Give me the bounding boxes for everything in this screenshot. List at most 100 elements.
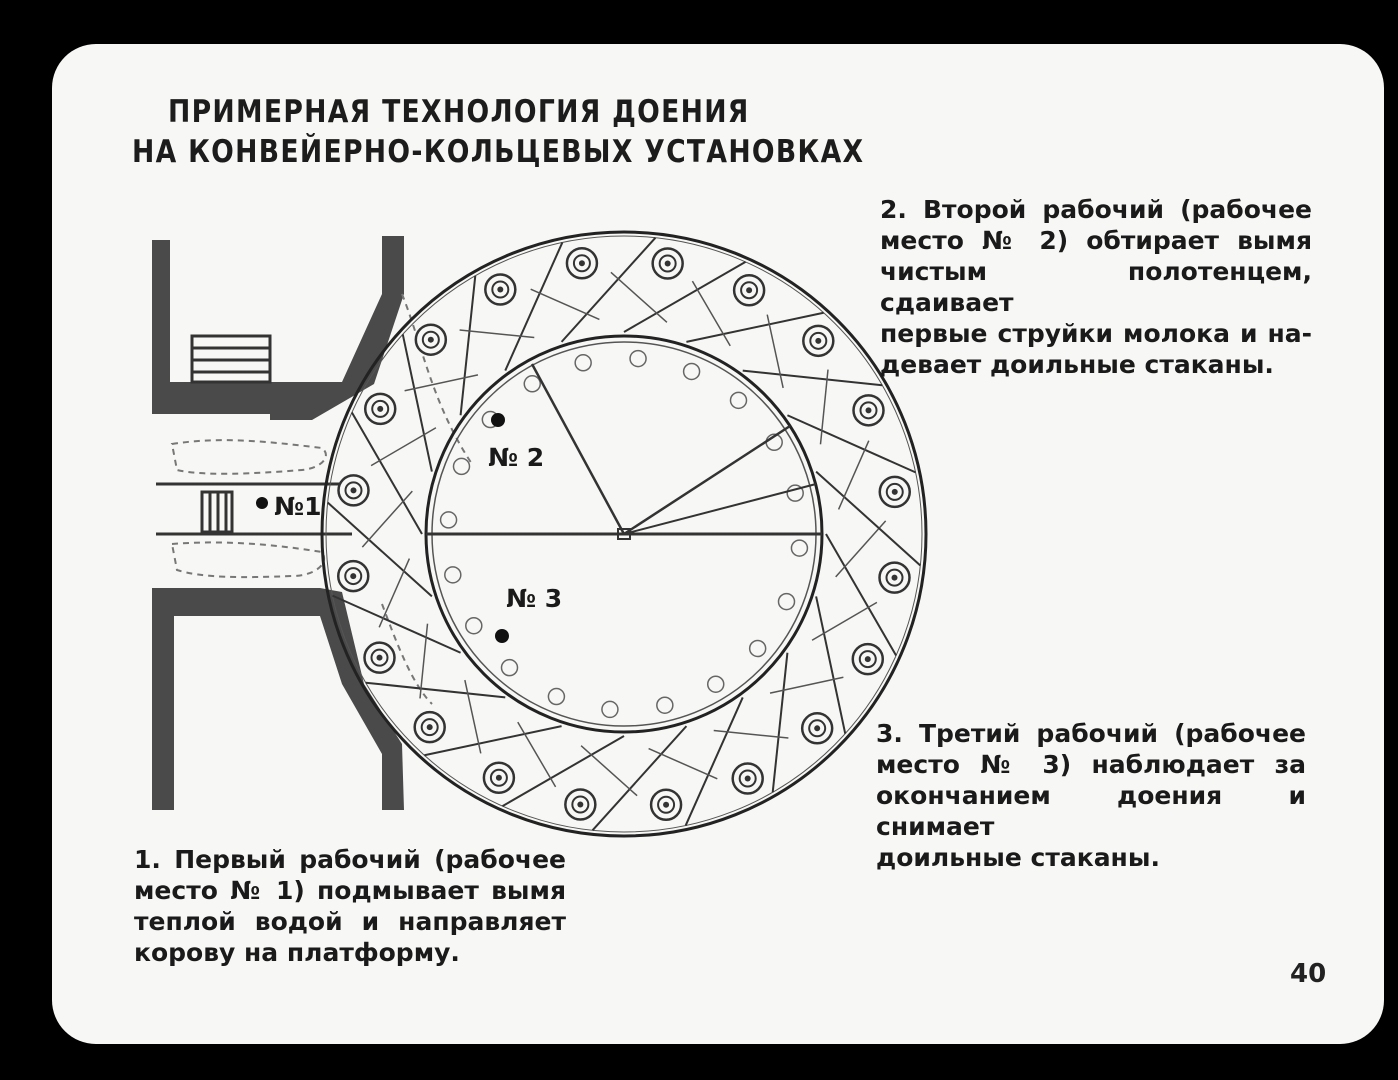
feed-bowl [500, 658, 519, 677]
milking-unit-center [495, 774, 502, 781]
slide-title: ПРИМЕРНАЯ ТЕХНОЛОГИЯ ДОЕНИЯ НА КОНВЕЙЕРН… [132, 92, 865, 172]
text-line: 3. Третий рабочий (рабочее [876, 719, 1306, 748]
stall-divider [591, 725, 688, 832]
milking-unit-ring [344, 481, 363, 500]
text-line: место № 1) подмывает вымя [134, 876, 566, 905]
rotating-platform [320, 230, 928, 838]
stall-brace [530, 288, 600, 321]
operator-marker-2 [491, 413, 505, 427]
stall-divider [815, 470, 922, 567]
stall-divider [401, 334, 433, 472]
slide: ПРИМЕРНАЯ ТЕХНОЛОГИЯ ДОЕНИЯ НА КОНВЕЙЕРН… [52, 44, 1384, 1044]
milking-unit-ring [658, 254, 677, 273]
milking-unit-center [864, 656, 871, 663]
stall-divider [825, 533, 897, 657]
feed-bowl [656, 696, 674, 714]
text-line: девает доильные стаканы. [880, 350, 1274, 379]
workplace-label-2: № 2 [488, 443, 544, 472]
milking-unit-ring [571, 795, 590, 814]
milking-unit-ring [572, 254, 591, 273]
stall-divider [686, 311, 824, 343]
milking-unit-ring [808, 719, 827, 738]
stall-brace [419, 623, 429, 699]
stall-divider [326, 501, 433, 598]
stall-divider [504, 242, 564, 371]
stall-divider [742, 369, 883, 387]
milking-unit-center [746, 287, 753, 294]
text-line: 1. Первый рабочий (рабочее [134, 845, 566, 874]
milking-unit-ring [885, 568, 904, 587]
workplace-label-1: №1 [274, 492, 321, 521]
milking-unit-center [891, 488, 898, 495]
feed-bowl [777, 592, 796, 611]
milking-unit-ring [420, 718, 439, 737]
feed-bowl [444, 566, 462, 584]
title-line-1: ПРИМЕРНАЯ ТЕХНОЛОГИЯ ДОЕНИЯ [167, 94, 750, 130]
text-line: первые струйки молока и на- [880, 319, 1312, 348]
milking-unit-center [350, 573, 357, 580]
feed-bowl [547, 687, 566, 706]
stall-divider [787, 414, 916, 474]
cow-path-outlines [170, 293, 473, 705]
feed-bowl [729, 391, 748, 410]
milking-unit-center [377, 405, 384, 412]
milking-unit-ring [421, 330, 440, 349]
stall-brace [766, 314, 784, 389]
stall-divider [560, 236, 657, 343]
title-line-2: НА КОНВЕЙЕРНО-КОЛЬЦЕВЫХ УСТАНОВКАХ [132, 134, 865, 170]
stall-brace [464, 679, 482, 754]
milking-unit-ring [657, 795, 676, 814]
milking-unit-center [427, 336, 434, 343]
feed-bowl [706, 675, 725, 693]
stall-brace [580, 745, 638, 797]
upper-gate [190, 334, 272, 384]
stall-divider [771, 652, 789, 793]
milking-unit-ring [344, 567, 363, 586]
milking-unit-center [497, 286, 504, 293]
stall-brace [713, 729, 789, 739]
stall-divider [459, 275, 477, 416]
stall-brace [517, 721, 557, 788]
milking-unit-ring [738, 769, 757, 788]
text-line: место № 3) наблюдает за [876, 750, 1306, 779]
stall-divider [815, 596, 847, 734]
operator-marker-1 [256, 497, 268, 509]
sector-divider-left [530, 363, 626, 535]
stall-brace [837, 440, 870, 510]
entry-passage [156, 482, 352, 536]
milking-unit-center [815, 337, 822, 344]
text-line: теплой водой и направляет [134, 907, 566, 936]
feed-bowl [439, 511, 458, 529]
milking-unit-center [577, 801, 584, 808]
platform-outer-edge [320, 230, 928, 838]
feed-bowl [601, 700, 619, 719]
workplace-label-3: № 3 [506, 584, 562, 613]
feed-bowl [790, 539, 809, 557]
milking-unit-center [814, 725, 821, 732]
page-number: 40 [1290, 959, 1327, 989]
stall-divider [684, 697, 744, 826]
stall-brace [459, 329, 535, 339]
milking-unit-ring [489, 768, 508, 787]
lower-entry-wall [152, 588, 320, 810]
stall-divider [623, 261, 747, 333]
milking-carousel-diagram: №1 № 2 № 3 [152, 230, 928, 838]
upper-corridor-wall [270, 236, 404, 420]
feed-bowl [465, 616, 483, 635]
milking-unit-center [578, 260, 585, 267]
milking-unit-center [426, 724, 433, 731]
milking-unit-center [376, 654, 383, 661]
upper-entry-wall [152, 240, 270, 414]
milking-unit-center [663, 801, 670, 808]
stall-divider [332, 594, 461, 654]
sector-divider-right-2 [623, 483, 817, 535]
milking-unit-center [664, 260, 671, 267]
operator-marker-3 [495, 629, 509, 643]
stall-brace [769, 676, 844, 694]
stall-brace [811, 601, 878, 641]
feed-bowl [629, 349, 647, 368]
milking-unit-ring [858, 650, 877, 669]
